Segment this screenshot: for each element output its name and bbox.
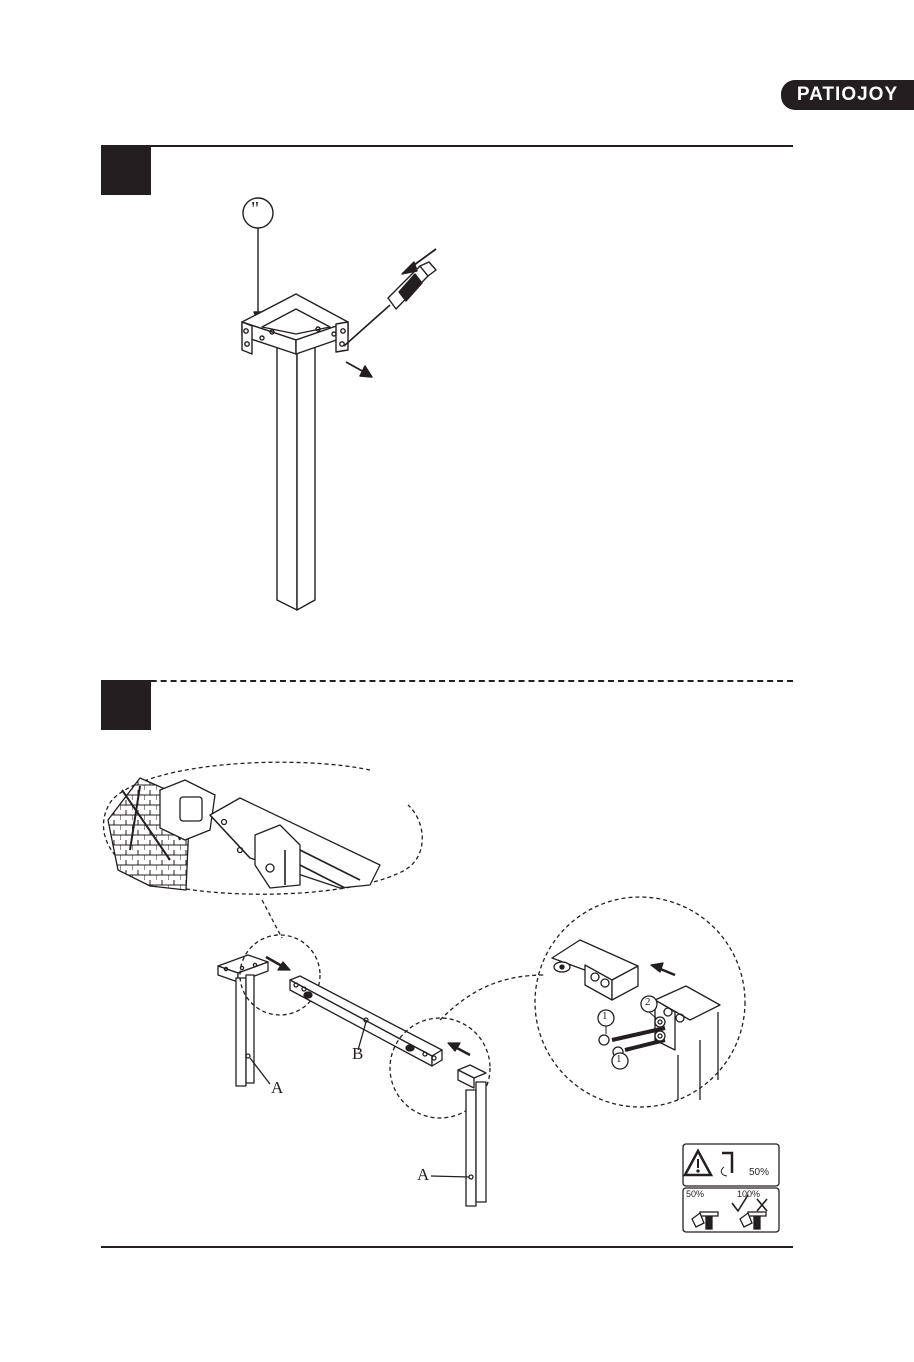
torque-warning xyxy=(682,1143,780,1233)
crossbar-b xyxy=(290,976,442,1056)
screw-number-bottom: 1 xyxy=(616,1053,622,1065)
leg-right xyxy=(466,1090,476,1206)
torque-top-pct: 50% xyxy=(749,1167,769,1178)
torque-check-pct: 50% xyxy=(686,1189,704,1199)
label-a-right: A xyxy=(417,1165,429,1185)
footer-rule xyxy=(101,1246,793,1248)
screw-number-top: 1 xyxy=(602,1010,608,1022)
label-b: B xyxy=(352,1044,363,1064)
washer-number: 2 xyxy=(645,996,651,1008)
torque-cross-pct: 100% xyxy=(737,1189,760,1199)
label-a-left: A xyxy=(271,1078,283,1098)
